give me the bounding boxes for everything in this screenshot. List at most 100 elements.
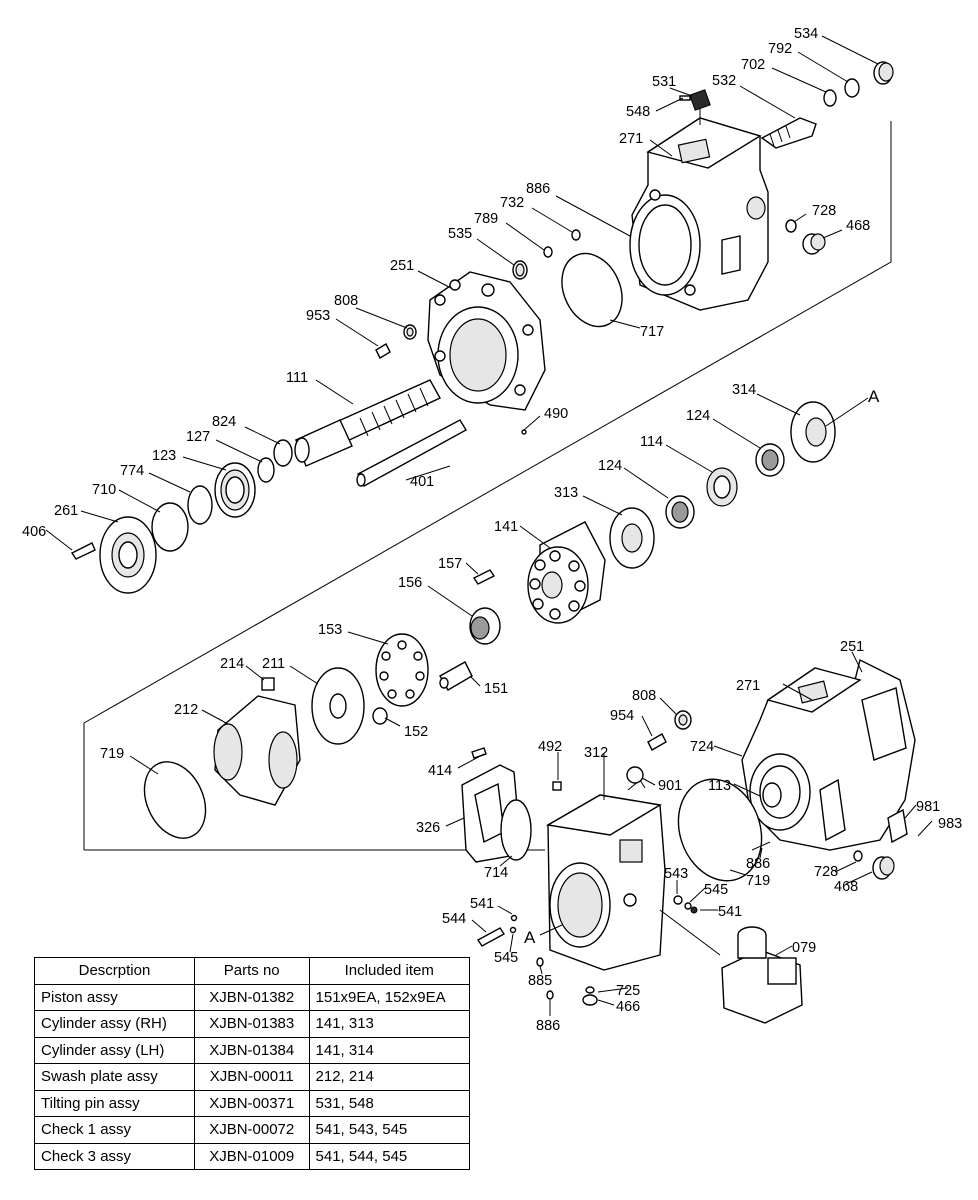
callout-326: 326 — [416, 820, 440, 836]
callout-141: 141 — [494, 519, 518, 535]
callout-532: 532 — [712, 73, 736, 89]
callout-548: 548 — [626, 104, 650, 120]
pin-886-drawing — [546, 990, 554, 1000]
shoe-plate-211-drawing — [311, 667, 365, 745]
callout-156: 156 — [398, 575, 422, 591]
check-valve-parts-drawing — [476, 895, 698, 947]
table-row: Piston assy XJBN-01382 151x9EA, 152x9EA — [34, 983, 471, 1011]
callout-541-left: 541 — [470, 896, 494, 912]
shaft-111-drawing — [294, 379, 441, 467]
oring-717-drawing — [561, 252, 623, 328]
callout-808-lower: 808 — [632, 688, 656, 704]
callout-725: 725 — [616, 983, 640, 999]
callout-543: 543 — [664, 866, 688, 882]
callout-466: 466 — [616, 999, 640, 1015]
seal-cover-261-drawing — [99, 516, 157, 594]
callout-A-lower: A — [524, 928, 536, 947]
table-row: Cylinder assy (LH) XJBN-01384 141, 314 — [34, 1036, 471, 1064]
cell-parts-no: XJBN-01009 — [193, 1142, 310, 1170]
gasket-714-drawing — [500, 799, 532, 861]
cell-included-item: 212, 214 — [308, 1063, 471, 1091]
pin-490-drawing — [521, 429, 527, 435]
callout-531: 531 — [652, 74, 676, 90]
table-row: Swash plate assy XJBN-00011 212, 214 — [34, 1063, 471, 1091]
cell-description: Tilting pin assy — [34, 1089, 195, 1117]
callout-792: 792 — [768, 41, 792, 57]
plug-492-drawing — [552, 781, 562, 791]
callout-886-lower: 886 — [536, 1018, 560, 1034]
callout-541-right: 541 — [718, 904, 742, 920]
callout-774: 774 — [120, 463, 144, 479]
callout-251-lower: 251 — [840, 639, 864, 655]
callout-406: 406 — [22, 524, 46, 540]
cell-parts-no: XJBN-00072 — [193, 1116, 310, 1144]
callout-079: 079 — [792, 940, 816, 956]
cell-included-item: 141, 313 — [308, 1010, 471, 1038]
callout-271: 271 — [619, 131, 643, 147]
callout-113: 113 — [708, 778, 731, 794]
ring-702-drawing — [823, 89, 837, 107]
callout-314: 314 — [732, 382, 756, 398]
callout-789: 789 — [474, 211, 498, 227]
header-description: Descrption — [34, 957, 195, 985]
callout-153: 153 — [318, 622, 342, 638]
cell-description: Cylinder assy (RH) — [34, 1010, 195, 1038]
callout-728: 728 — [812, 203, 836, 219]
spring-157-drawing — [472, 569, 496, 585]
pin-886-right-drawing — [751, 841, 771, 851]
callout-114: 114 — [640, 434, 663, 450]
table-row: Check 1 assy XJBN-00072 541, 543, 545 — [34, 1116, 471, 1144]
plug-468-lower-drawing — [872, 856, 895, 880]
parts-table: Descrption Parts no Included item Piston… — [34, 957, 471, 1170]
nut-808-top-drawing — [403, 324, 417, 340]
callout-468: 468 — [846, 218, 870, 234]
callout-124-upper: 124 — [686, 408, 710, 424]
cell-description: Cylinder assy (LH) — [34, 1036, 195, 1064]
callout-732: 732 — [500, 195, 524, 211]
oring-710-drawing — [151, 502, 189, 552]
callout-808: 808 — [334, 293, 358, 309]
retainer-plate-153-drawing — [375, 633, 429, 707]
rod-401-drawing — [356, 419, 467, 487]
leader-lines — [45, 35, 933, 1016]
callout-212: 212 — [174, 702, 198, 718]
callout-251: 251 — [390, 258, 414, 274]
callout-901: 901 — [658, 778, 682, 794]
assembled-pump-drawing — [741, 658, 916, 851]
shoe-152-drawing — [372, 707, 388, 725]
plug-466-drawing — [582, 986, 598, 1006]
callout-157: 157 — [438, 556, 462, 572]
callout-127: 127 — [186, 429, 210, 445]
table-row: Cylinder assy (RH) XJBN-01383 141, 313 — [34, 1010, 471, 1038]
regulator-block-312-drawing — [545, 794, 666, 971]
spacer-127-drawing — [257, 457, 275, 483]
cell-included-item: 531, 548 — [308, 1089, 471, 1117]
callout-724: 724 — [690, 739, 714, 755]
callout-211: 211 — [262, 656, 285, 672]
cell-included-item: 141, 314 — [308, 1036, 471, 1064]
plug-532-drawing — [760, 117, 817, 149]
parts-table-header-row: Descrption Parts no Included item — [34, 957, 471, 985]
valve-plate-314-drawing — [790, 401, 836, 463]
cell-description: Check 3 assy — [34, 1142, 195, 1170]
callout-702: 702 — [741, 57, 765, 73]
callout-534: 534 — [794, 26, 818, 42]
gear-114-drawing — [706, 467, 738, 507]
callout-545-right: 545 — [704, 882, 728, 898]
ring-789-drawing — [543, 246, 553, 258]
callout-983: 983 — [938, 816, 962, 832]
oring-719-left-drawing — [143, 761, 207, 839]
cell-parts-no: XJBN-00371 — [193, 1089, 310, 1117]
callout-313: 313 — [554, 485, 578, 501]
callout-728-lower: 728 — [814, 864, 838, 880]
callout-468-lower: 468 — [834, 879, 858, 895]
table-row: Check 3 assy XJBN-01009 541, 544, 545 — [34, 1142, 471, 1170]
cell-parts-no: XJBN-00011 — [193, 1063, 310, 1091]
cell-included-item: 151x9EA, 152x9EA — [308, 983, 471, 1011]
pin-885-drawing — [536, 957, 544, 967]
callout-414: 414 — [428, 763, 452, 779]
callout-151: 151 — [484, 681, 508, 697]
callout-124-lower: 124 — [598, 458, 622, 474]
needle-bearing-124-lower-drawing — [665, 495, 695, 529]
